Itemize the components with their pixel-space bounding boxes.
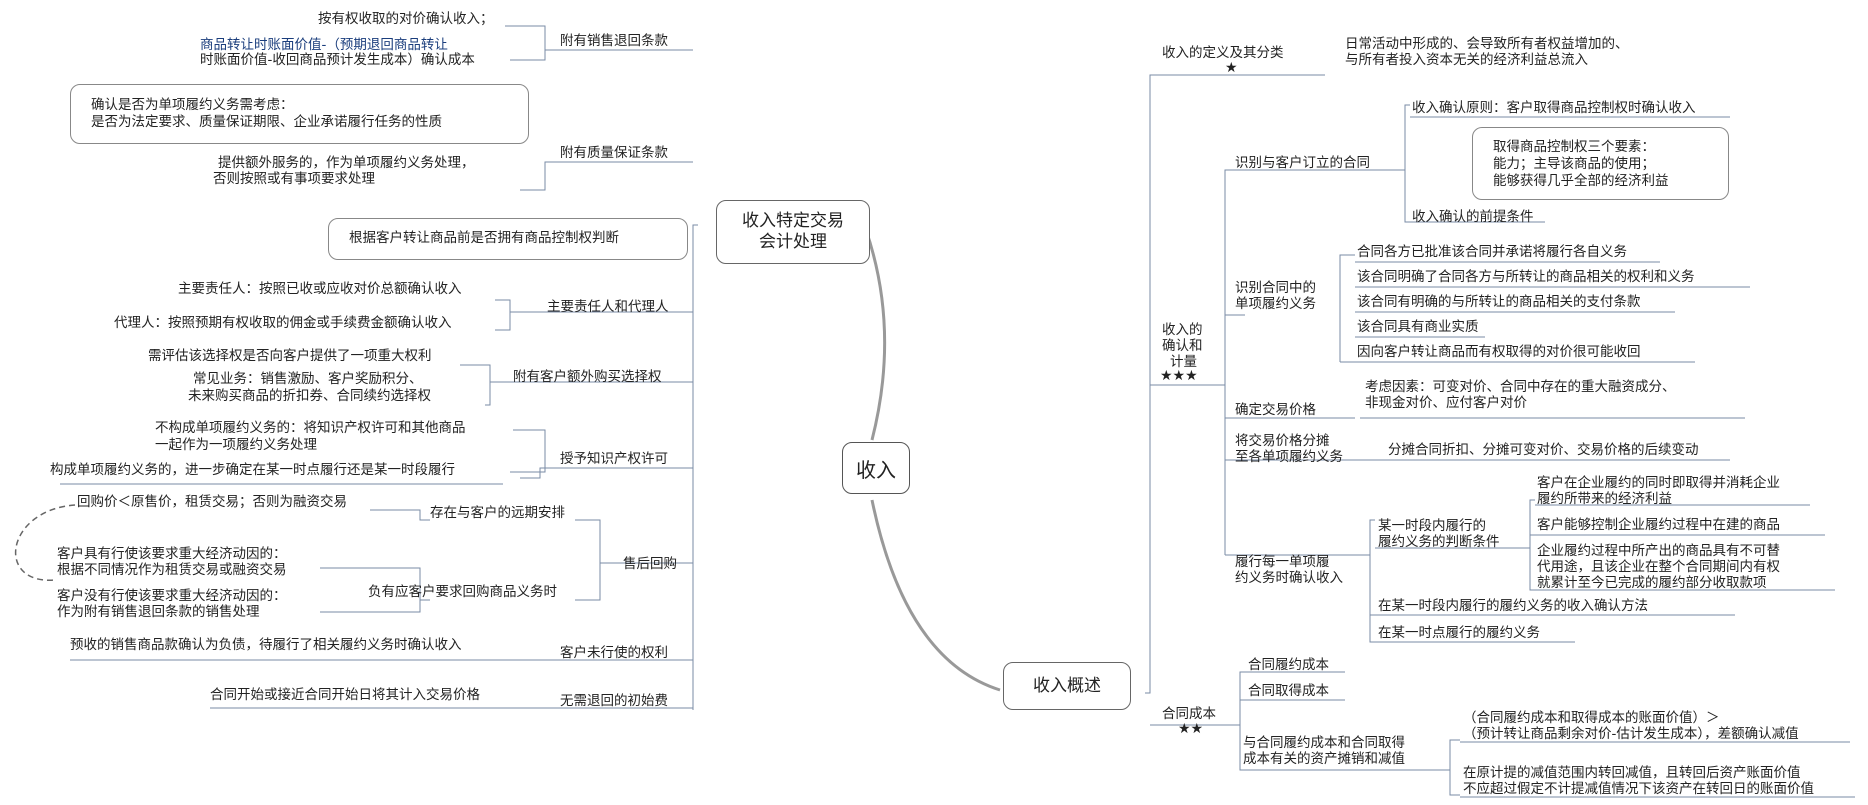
repurchase-forward[interactable]: 存在与客户的远期安排 bbox=[430, 505, 565, 521]
quality-note-line-1: 确认是否为单项履约义务需考虑： bbox=[91, 97, 294, 113]
repurchase-obligation-child-1: 客户具有行使该要求重大经济动因的： bbox=[57, 546, 287, 562]
transaction-price[interactable]: 确定交易价格 bbox=[1235, 402, 1316, 418]
impairment-child-2: （预计转让商品剩余对价-估计发生成本），差额确认减值 bbox=[1463, 726, 1799, 742]
allocate-price-child: 分摊合同折扣、分摊可变对价、交易价格的后续变动 bbox=[1388, 442, 1699, 458]
sales-return-child-1: 按有权收取的对价确认收入； bbox=[318, 11, 494, 27]
left-branch-node[interactable]: 收入特定交易 会计处理 bbox=[716, 200, 870, 264]
identify-contract-child-1: 收入确认原则：客户取得商品控制权时确认收入 bbox=[1412, 100, 1696, 116]
period-criteria-child-1: 客户在企业履约的同时即取得并消耗企业 bbox=[1537, 475, 1780, 491]
impairment-child-3: 在原计提的减值范围内转回减值，且转回后资产账面价值 bbox=[1463, 765, 1801, 781]
topic-ip-license[interactable]: 授予知识产权许可 bbox=[560, 451, 668, 467]
period-criteria-child-6: 就累计至今已完成的履约部分收取款项 bbox=[1537, 575, 1767, 591]
control-note-line-1: 取得商品控制权三个要素： bbox=[1493, 139, 1655, 155]
purchase-option-child-1: 需评估该选择权是否向客户提供了一项重大权利 bbox=[148, 348, 432, 364]
topic-unexercised-rights[interactable]: 客户未行使的权利 bbox=[560, 645, 668, 661]
left-branch-title-line-2: 会计处理 bbox=[759, 232, 827, 252]
principal-agent-note: 根据客户转让商品前是否拥有商品控制权判断 bbox=[328, 218, 688, 260]
obligation-cond-4: 该合同具有商业实质 bbox=[1357, 319, 1479, 335]
transaction-price-child-2: 非现金对价、应付客户对价 bbox=[1365, 395, 1527, 411]
period-method[interactable]: 在某一时段内履行的履约义务的收入确认方法 bbox=[1378, 598, 1648, 614]
topic-nonrefundable-fee[interactable]: 无需退回的初始费 bbox=[560, 693, 668, 709]
control-elements-note: 取得商品控制权三个要素： 能力；主导该商品的使用； 能够获得几乎全部的经济利益 bbox=[1472, 127, 1729, 200]
perform-obligation-line-2: 约义务时确认收入 bbox=[1235, 570, 1343, 586]
repurchase-obligation[interactable]: 负有应客户要求回购商品义务时 bbox=[368, 584, 557, 600]
quality-warranty-note: 确认是否为单项履约义务需考虑： 是否为法定要求、质量保证期限、企业承诺履行任务的… bbox=[70, 84, 529, 144]
topic-recognition-line-3: 计量 bbox=[1170, 354, 1197, 370]
topic-recognition-line-2: 确认和 bbox=[1162, 338, 1203, 354]
topic-sales-return[interactable]: 附有销售退回条款 bbox=[560, 33, 668, 49]
period-criteria-child-4: 企业履约过程中所产出的商品具有不可替 bbox=[1537, 543, 1780, 559]
topic-contract-cost[interactable]: 合同成本 bbox=[1162, 706, 1216, 722]
period-criteria-line-2: 履约义务的判断条件 bbox=[1378, 534, 1500, 550]
left-branch-title-line-1: 收入特定交易 bbox=[742, 211, 844, 231]
amortization-line-1[interactable]: 与合同履约成本和合同取得 bbox=[1243, 735, 1405, 751]
connector-lines bbox=[14, 25, 1855, 798]
repurchase-obligation-child-3: 客户没有行使该要求重大经济动因的： bbox=[57, 588, 287, 604]
nonrefundable-fee-child: 合同开始或接近合同开始日将其计入交易价格 bbox=[210, 687, 480, 703]
topic-repurchase[interactable]: 售后回购 bbox=[623, 556, 677, 572]
period-criteria-child-2: 履约所带来的经济利益 bbox=[1537, 491, 1672, 507]
point-in-time[interactable]: 在某一时点履行的履约义务 bbox=[1378, 625, 1540, 641]
topic-recognition-line-1[interactable]: 收入的 bbox=[1162, 322, 1203, 338]
period-criteria-line-1[interactable]: 某一时段内履行的 bbox=[1378, 518, 1486, 534]
acquisition-cost[interactable]: 合同取得成本 bbox=[1248, 683, 1329, 699]
repurchase-obligation-child-4: 作为附有销售退回条款的销售处理 bbox=[57, 604, 260, 620]
control-note-line-3: 能够获得几乎全部的经济利益 bbox=[1493, 173, 1669, 189]
sales-return-child-3: 时账面价值-收回商品预计发生成本）确认成本 bbox=[200, 52, 475, 68]
amortization-line-2: 成本有关的资产摊销和减值 bbox=[1243, 751, 1405, 767]
definition-stars: ★ bbox=[1225, 60, 1238, 76]
repurchase-obligation-child-2: 根据不同情况作为租赁交易或融资交易 bbox=[57, 562, 287, 578]
principal-note-line-1: 根据客户转让商品前是否拥有商品控制权判断 bbox=[349, 230, 619, 246]
contract-cost-stars: ★★ bbox=[1178, 721, 1204, 737]
topic-definition[interactable]: 收入的定义及其分类 bbox=[1162, 45, 1284, 61]
transaction-price-child-1: 考虑因素：可变对价、合同中存在的重大融资成分、 bbox=[1365, 379, 1676, 395]
definition-child-2: 与所有者投入资本无关的经济利益总流入 bbox=[1345, 52, 1588, 68]
topic-principal-agent[interactable]: 主要责任人和代理人 bbox=[547, 299, 669, 315]
right-branch-node[interactable]: 收入概述 bbox=[1003, 662, 1131, 710]
obligation-cond-1: 合同各方已批准该合同并承诺将履行各自义务 bbox=[1357, 244, 1627, 260]
perform-obligation-line-1[interactable]: 履行每一单项履 bbox=[1235, 554, 1330, 570]
single-obligation-line-1[interactable]: 识别合同中的 bbox=[1235, 280, 1316, 296]
identify-contract-child-2: 收入确认的前提条件 bbox=[1412, 209, 1534, 225]
obligation-cond-2: 该合同明确了合同各方与所转让的商品相关的权利和义务 bbox=[1357, 269, 1695, 285]
ip-license-child-2: 一起作为一项履约义务处理 bbox=[155, 437, 317, 453]
topic-purchase-option[interactable]: 附有客户额外购买选择权 bbox=[513, 369, 662, 385]
single-obligation-line-2: 单项履约义务 bbox=[1235, 296, 1316, 312]
root-node[interactable]: 收入 bbox=[842, 442, 910, 494]
impairment-child-1: （合同履约成本和取得成本的账面价值）＞ bbox=[1463, 710, 1720, 726]
ip-license-child-3: 构成单项履约义务的，进一步确定在某一时点履行还是某一时段履行 bbox=[50, 462, 455, 478]
quality-note-line-2: 是否为法定要求、质量保证期限、企业承诺履行任务的性质 bbox=[91, 114, 442, 130]
allocate-price-line-2: 至各单项履约义务 bbox=[1235, 449, 1343, 465]
quality-warranty-child-1: 提供额外服务的，作为单项履约义务处理， bbox=[218, 155, 475, 171]
obligation-cond-3: 该合同有明确的与所转让的商品相关的支付条款 bbox=[1357, 294, 1641, 310]
ip-license-child-1: 不构成单项履约义务的：将知识产权许可和其他商品 bbox=[155, 420, 466, 436]
repurchase-forward-child: 回购价＜原售价，租赁交易；否则为融资交易 bbox=[77, 494, 347, 510]
control-note-line-2: 能力；主导该商品的使用； bbox=[1493, 156, 1655, 172]
topic-quality-warranty[interactable]: 附有质量保证条款 bbox=[560, 145, 668, 161]
purchase-option-child-3: 未来购买商品的折扣券、合同续约选择权 bbox=[188, 388, 431, 404]
recognition-stars: ★★★ bbox=[1160, 368, 1198, 384]
quality-warranty-child-2: 否则按照或有事项要求处理 bbox=[213, 171, 375, 187]
principal-child-2: 代理人：按照预期有权收取的佣金或手续费金额确认收入 bbox=[114, 315, 452, 331]
allocate-price-line-1[interactable]: 将交易价格分摊 bbox=[1235, 433, 1330, 449]
purchase-option-child-2: 常见业务：销售激励、客户奖励积分、 bbox=[193, 371, 423, 387]
principal-child-1: 主要责任人：按照已收或应收对价总额确认收入 bbox=[178, 281, 462, 297]
period-criteria-child-5: 代用途，且该企业在整个合同期间内有权 bbox=[1537, 559, 1780, 575]
obligation-cond-5: 因向客户转让商品而有权取得的对价很可能收回 bbox=[1357, 344, 1641, 360]
unexercised-rights-child: 预收的销售商品款确认为负债，待履行了相关履约义务时确认收入 bbox=[70, 637, 462, 653]
definition-child-1: 日常活动中形成的、会导致所有者权益增加的、 bbox=[1345, 36, 1629, 52]
identify-contract[interactable]: 识别与客户订立的合同 bbox=[1235, 155, 1370, 171]
sales-return-child-2: 商品转让时账面价值-（预期退回商品转让 bbox=[200, 37, 448, 53]
fulfilment-cost[interactable]: 合同履约成本 bbox=[1248, 657, 1329, 673]
impairment-child-4: 不应超过假定不计提减值情况下该资产在转回日的账面价值 bbox=[1463, 781, 1814, 797]
period-criteria-child-3: 客户能够控制企业履约过程中在建的商品 bbox=[1537, 517, 1780, 533]
